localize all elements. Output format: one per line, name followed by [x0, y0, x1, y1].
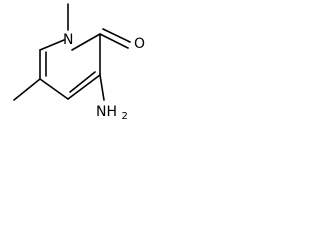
bond-c3-c4-double-inner [69, 71, 96, 93]
chemical-structure-diagram: N O NH 2 [13, 3, 145, 122]
amino-label-main: NH [96, 104, 117, 120]
bond-c5-methyl [13, 78, 41, 101]
ring-nitrogen-label: N [63, 32, 73, 48]
amino-label-subscript: 2 [121, 111, 127, 122]
bond-c4-c5 [39, 78, 69, 100]
carbonyl-oxygen-label: O [134, 36, 145, 52]
bond-c2-o-double [102, 28, 131, 43]
amino-group-label: NH 2 [96, 104, 128, 122]
bond-n1-c2 [71, 33, 101, 51]
bond-c2-o [99, 33, 129, 49]
bond-c3-amino [99, 74, 105, 101]
bond-c3-c4 [67, 74, 101, 100]
bond-c6-n1 [39, 39, 65, 51]
